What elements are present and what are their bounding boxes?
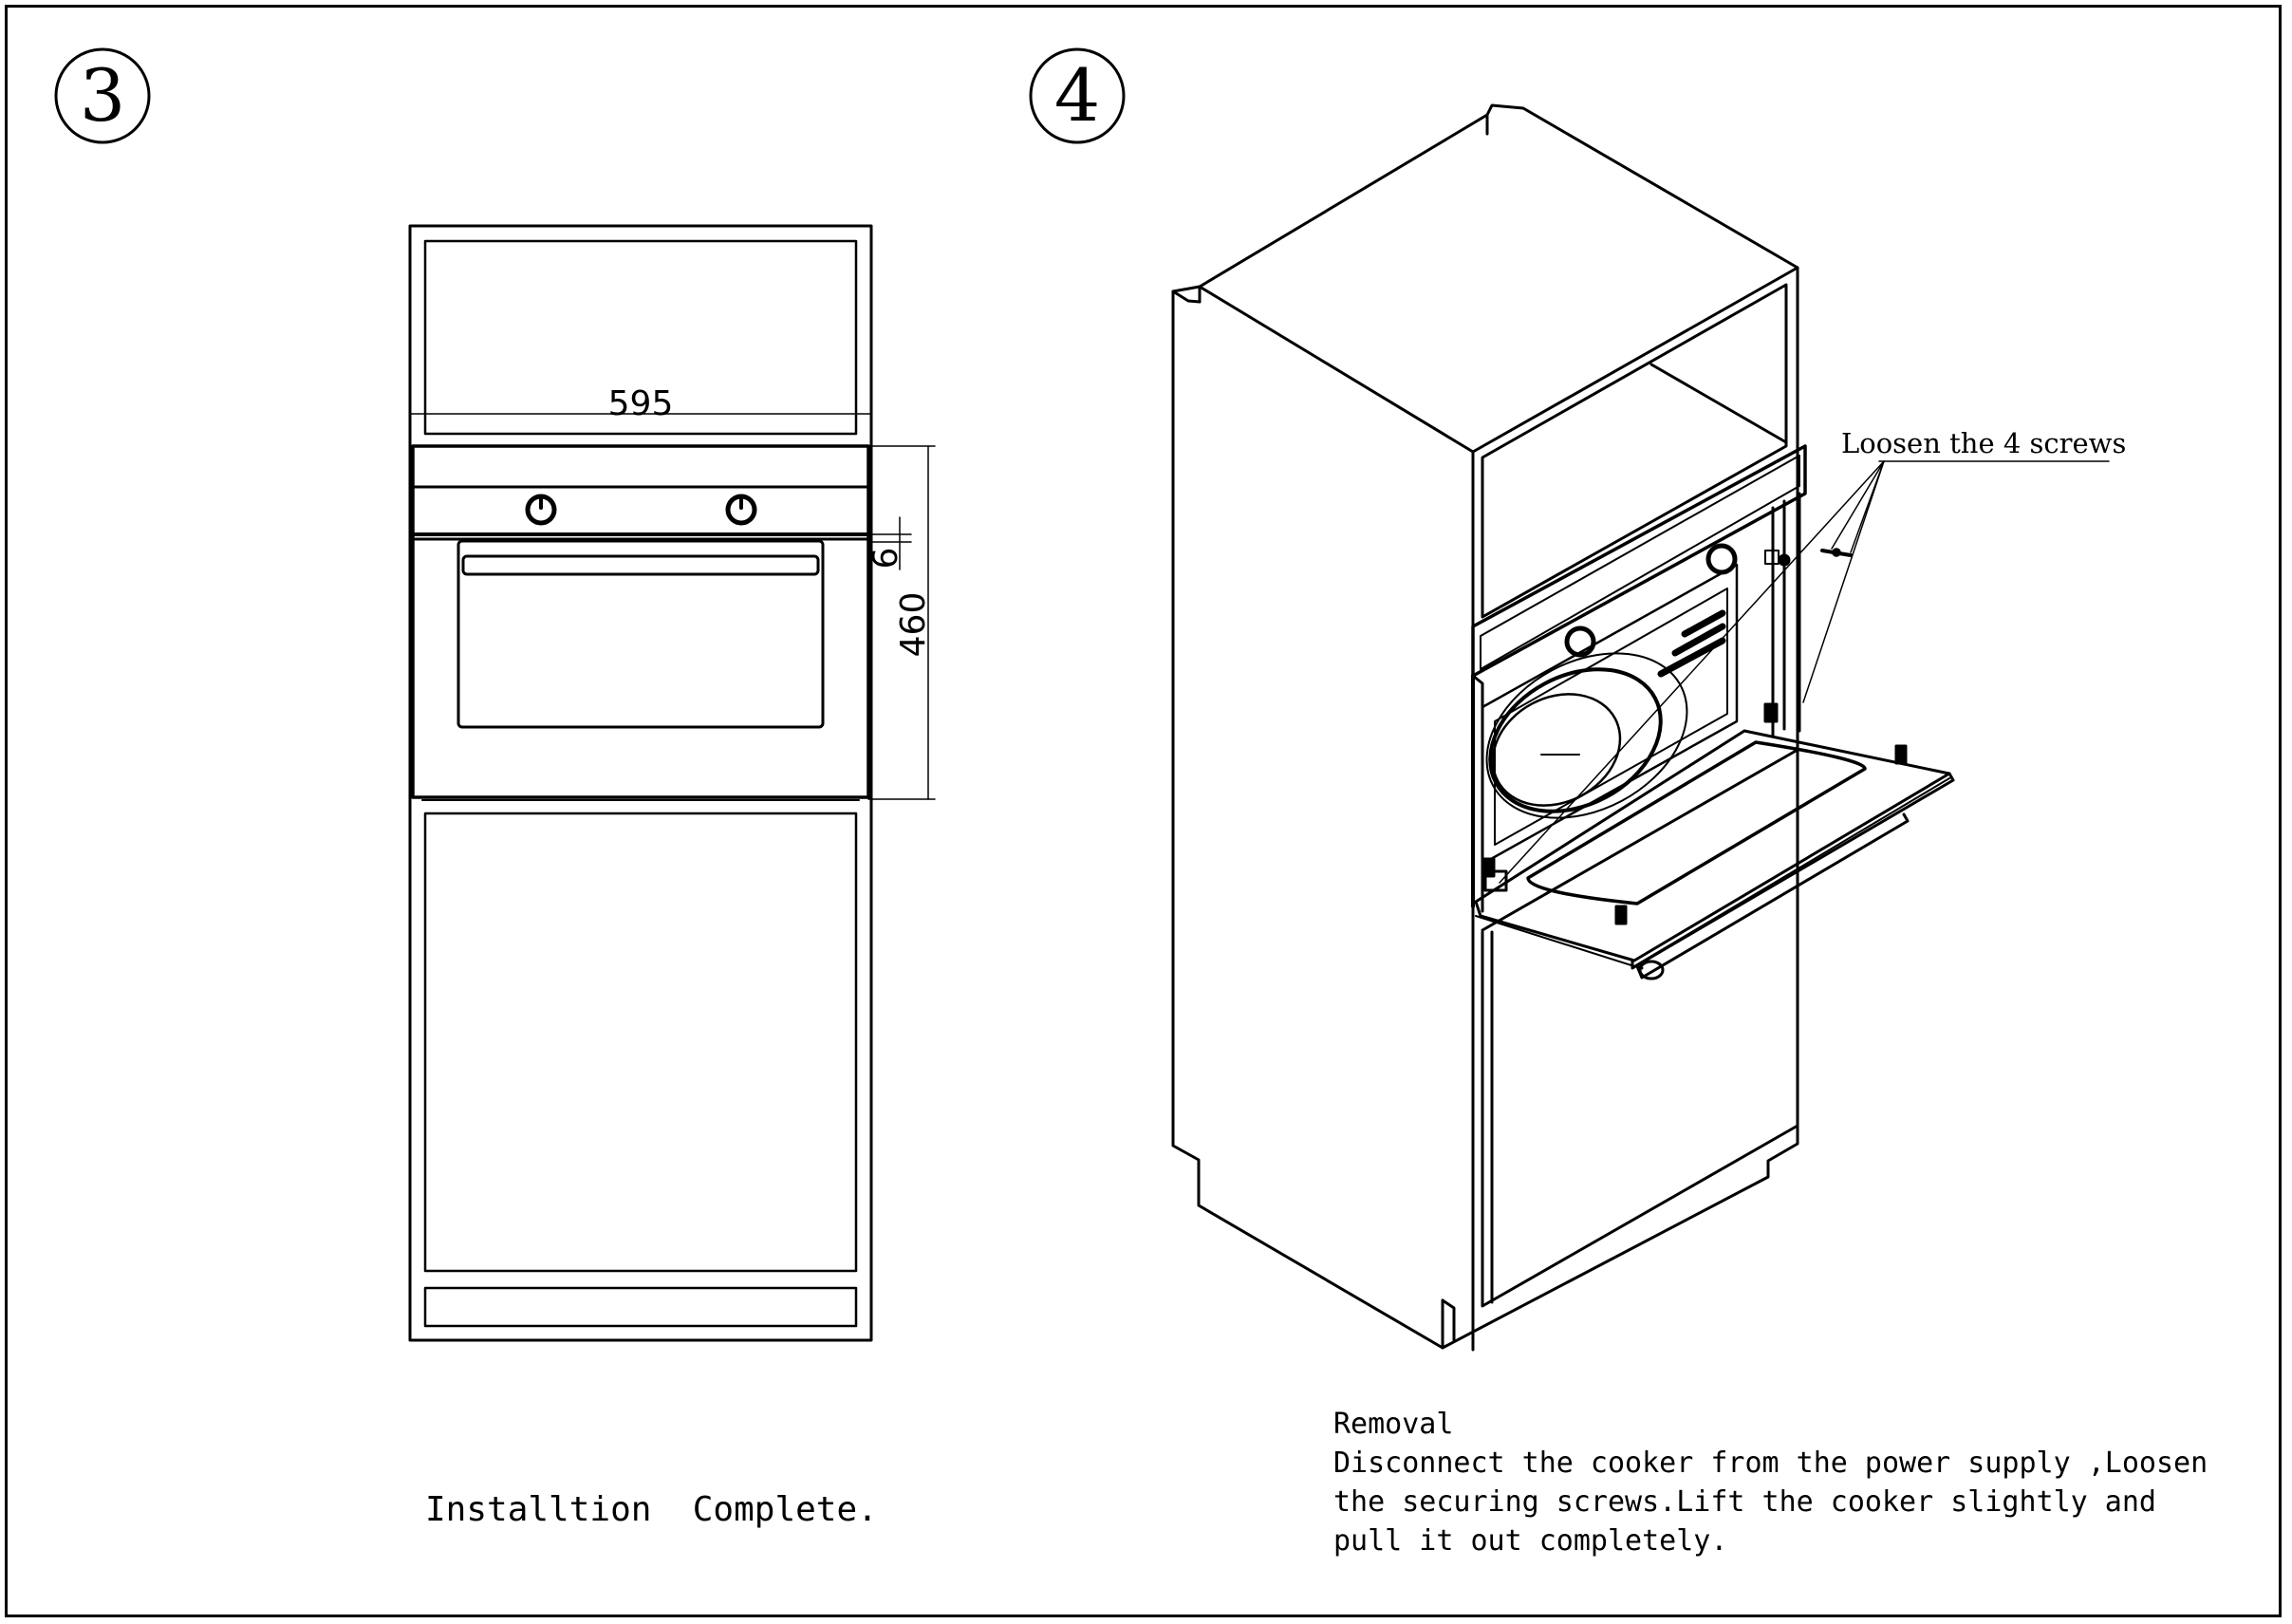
screw-callout-label: Loosen the 4 screws [1841,427,2126,459]
isometric-cabinet [1171,103,1799,1352]
step-3-number: 3 [80,53,125,138]
step-4-badge: 4 [1029,47,1126,144]
step-3-badge: 3 [54,47,151,144]
front-view-oven [411,444,870,801]
dimension-lines [409,413,936,800]
screw-callout [1499,460,2110,884]
isometric-oven [1471,444,1807,913]
gap-dimension-label: 6 [866,548,905,569]
front-view-cabinet [408,224,873,1342]
removal-instruction-line: Disconnect the cooker from the power sup… [1333,1447,2208,1480]
height-dimension-label: 460 [894,592,933,658]
removal-instruction-line: the securing screws.Lift the cooker slig… [1333,1485,2156,1519]
removal-title: Removal [1333,1408,1454,1441]
removal-instruction-line: pull it out completely. [1333,1524,1728,1558]
diagram-frame [5,5,2282,1617]
open-oven-door [1474,550,1955,980]
step-4-number: 4 [1054,53,1100,138]
installation-complete-caption: Installtion Complete. [425,1490,878,1529]
width-dimension-label: 595 [608,384,674,423]
